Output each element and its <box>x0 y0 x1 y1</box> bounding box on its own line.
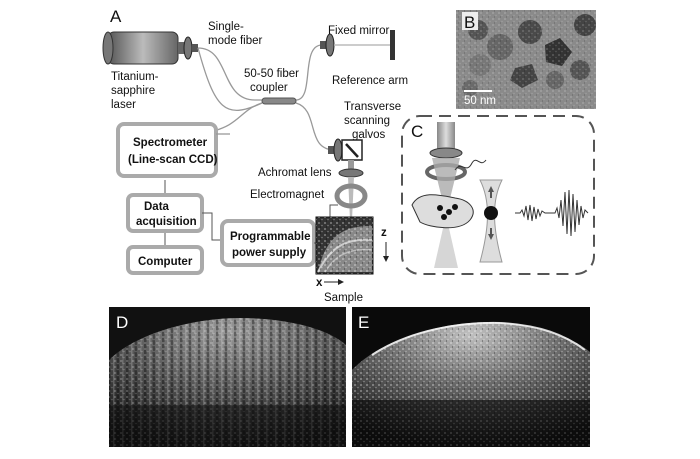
computer-label: Computer <box>138 256 193 268</box>
laser-icon <box>102 31 184 65</box>
galvo-mirror-line <box>345 143 359 158</box>
coupler-label: 50-50 fiber coupler <box>244 68 302 94</box>
galvos-label: Transverse scanning galvos <box>344 101 404 141</box>
fiber-label: Single- mode fiber <box>208 21 263 47</box>
sample-image <box>315 216 374 275</box>
sample-lens-icon <box>328 138 343 162</box>
panel-d-label: D <box>116 313 128 332</box>
panel-c-tissue-blob <box>411 194 474 229</box>
sample-beam-upper <box>348 160 354 170</box>
panel-c-lens-icon <box>429 147 463 159</box>
z-axis-label: z <box>381 227 387 239</box>
panel-e-oct-image <box>352 307 590 447</box>
fixed-mirror-icon <box>390 30 395 60</box>
achromat-lens-icon <box>338 168 364 178</box>
reference-lens-icon <box>320 33 335 57</box>
panel-c-wave-packet-small <box>515 204 550 222</box>
panel-b-tem-image <box>456 10 596 109</box>
panel-b-letter-bg <box>462 12 478 30</box>
fiber-lines <box>197 44 336 151</box>
achromat-label: Achromat lens <box>258 167 332 179</box>
spectrometer-label: Spectrometer (Line-scan CCD) <box>128 137 218 166</box>
panel-e-label: E <box>358 313 369 332</box>
coupler-icon <box>261 97 297 105</box>
sample-label: Sample <box>324 292 363 304</box>
x-axis-label: x <box>316 277 323 289</box>
computer-box <box>126 245 204 275</box>
coupling-lens-icon <box>183 36 198 60</box>
data-acquisition-label: Data acquisition <box>136 201 197 228</box>
panel-a-label: A <box>110 7 122 26</box>
panel-c-particle-icon <box>484 206 498 220</box>
scale-bar-label: 50 nm <box>464 95 496 107</box>
electromagnet-label: Electromagnet <box>250 189 325 201</box>
fixed-mirror-label: Fixed mirror <box>328 25 390 37</box>
panel-b-label: B <box>464 13 475 32</box>
electromagnet-icon <box>334 183 368 209</box>
panel-c-frame <box>401 115 595 275</box>
panel-d-oct-image <box>109 307 346 447</box>
laser-label: Titanium- sapphire laser <box>111 71 162 111</box>
panel-c-beam-focus <box>432 158 460 215</box>
panel-c-wave-packet-large <box>550 189 589 237</box>
sample-beam-lower <box>348 177 354 220</box>
panel-c-beam-diverge <box>434 215 458 268</box>
panel-c-beam-top <box>437 122 455 150</box>
panel-c-hourglass <box>479 179 503 263</box>
power-supply-label: Programmable power supply <box>230 231 314 259</box>
arrow-daq-power <box>202 212 220 241</box>
spectrometer-box <box>116 122 218 178</box>
reference-arm-label: Reference arm <box>332 75 408 87</box>
panel-c-label: C <box>411 122 423 141</box>
panel-c-wire <box>454 159 487 171</box>
